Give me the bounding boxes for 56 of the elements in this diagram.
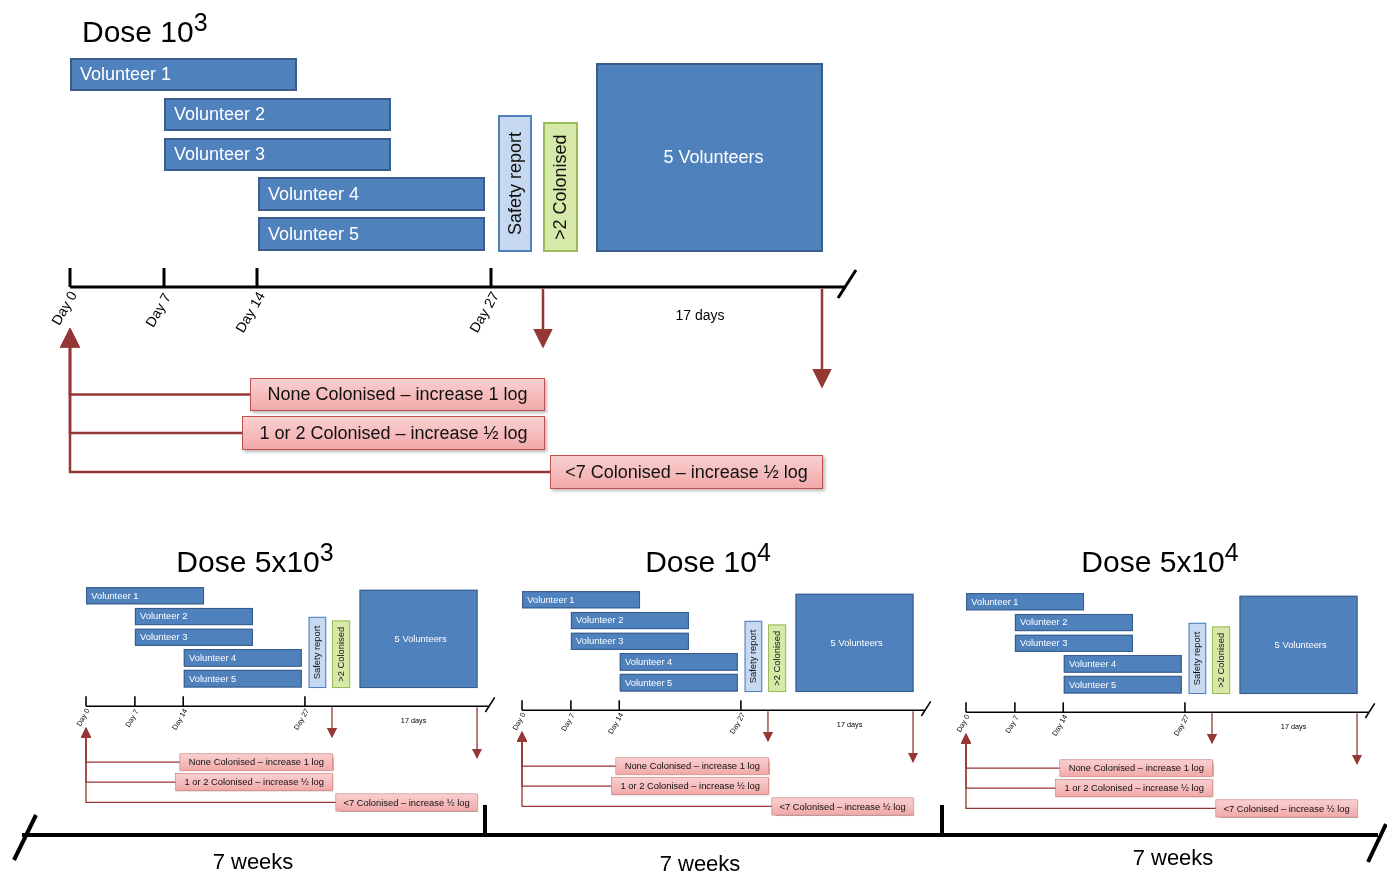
volunteer-bar: Volunteer 1 bbox=[86, 587, 205, 605]
colonised-box: >2 Colonised bbox=[543, 122, 578, 252]
duration-label: 17 days bbox=[675, 307, 725, 323]
outcome-box: 1 or 2 Colonised – increase ½ log bbox=[242, 416, 545, 450]
safety-report-box: Safety report bbox=[308, 616, 327, 689]
outcome-box: 1 or 2 Colonised – increase ½ log bbox=[1055, 779, 1213, 797]
outcome-box: <7 Colonised – increase ½ log bbox=[771, 797, 914, 816]
outcome-box: None Colonised – increase 1 log bbox=[1059, 759, 1213, 777]
feedback-arrow bbox=[60, 327, 550, 474]
duration-label: 7 weeks bbox=[212, 849, 294, 875]
volunteer-bar: Volunteer 4 bbox=[1063, 655, 1182, 673]
volunteer-bar: Volunteer 3 bbox=[134, 628, 253, 646]
feedback-arrow bbox=[516, 731, 773, 808]
volunteer-bar: Volunteer 2 bbox=[134, 607, 253, 626]
volunteer-bar: Volunteer 5 bbox=[183, 669, 302, 688]
safety-report-box: Safety report bbox=[744, 620, 763, 693]
safety-report-box: Safety report bbox=[1188, 622, 1207, 695]
duration-label: 7 weeks bbox=[659, 851, 741, 876]
outcome-box: <7 Colonised – increase ½ log bbox=[1215, 799, 1358, 818]
volunteers-box: 5 Volunteers bbox=[596, 63, 823, 252]
volunteer-bar: Volunteer 5 bbox=[619, 673, 738, 692]
volunteer-bar: Volunteer 3 bbox=[570, 632, 689, 650]
volunteer-bar: Volunteer 1 bbox=[522, 591, 641, 609]
colonised-box: >2 Colonised bbox=[331, 620, 351, 689]
outcome-box: None Colonised – increase 1 log bbox=[179, 753, 333, 771]
volunteer-bar: Volunteer 4 bbox=[258, 177, 485, 211]
panel-title: Dose 10$^{4}$ bbox=[645, 538, 771, 579]
outcome-box: None Colonised – increase 1 log bbox=[250, 378, 545, 411]
volunteers-box: 5 Volunteers bbox=[795, 593, 914, 693]
volunteers-box: 5 Volunteers bbox=[359, 589, 478, 689]
volunteers-box: 5 Volunteers bbox=[1239, 595, 1358, 695]
colonised-box: >2 Colonised bbox=[767, 624, 787, 693]
volunteer-bar: Volunteer 1 bbox=[966, 593, 1085, 611]
safety-report-box: Safety report bbox=[498, 115, 532, 252]
duration-label: 7 weeks bbox=[1132, 845, 1214, 871]
volunteer-bar: Volunteer 2 bbox=[570, 611, 689, 630]
panel-title: Dose 10$^{3}$ bbox=[82, 8, 208, 49]
volunteer-bar: Volunteer 1 bbox=[70, 58, 297, 91]
colonised-box: >2 Colonised bbox=[1211, 626, 1231, 695]
volunteer-bar: Volunteer 2 bbox=[1014, 613, 1133, 632]
feedback-arrow bbox=[80, 727, 337, 804]
panel-title: Dose 5x10$^{4}$ bbox=[1081, 538, 1239, 579]
outcome-box: 1 or 2 Colonised – increase ½ log bbox=[611, 777, 769, 795]
outcome-box: <7 Colonised – increase ½ log bbox=[550, 455, 823, 489]
volunteer-bar: Volunteer 3 bbox=[1014, 634, 1133, 652]
volunteer-bar: Volunteer 3 bbox=[164, 138, 391, 171]
outcome-box: <7 Colonised – increase ½ log bbox=[335, 793, 478, 812]
outcome-box: 1 or 2 Colonised – increase ½ log bbox=[175, 773, 333, 791]
outcome-box: None Colonised – increase 1 log bbox=[615, 757, 769, 775]
volunteer-bar: Volunteer 5 bbox=[1063, 675, 1182, 694]
volunteer-bar: Volunteer 2 bbox=[164, 98, 391, 131]
panel-title: Dose 5x10$^{3}$ bbox=[176, 538, 334, 579]
feedback-arrow bbox=[960, 733, 1217, 810]
volunteer-bar: Volunteer 5 bbox=[258, 217, 485, 251]
volunteer-bar: Volunteer 4 bbox=[183, 649, 302, 667]
volunteer-bar: Volunteer 4 bbox=[619, 653, 738, 671]
